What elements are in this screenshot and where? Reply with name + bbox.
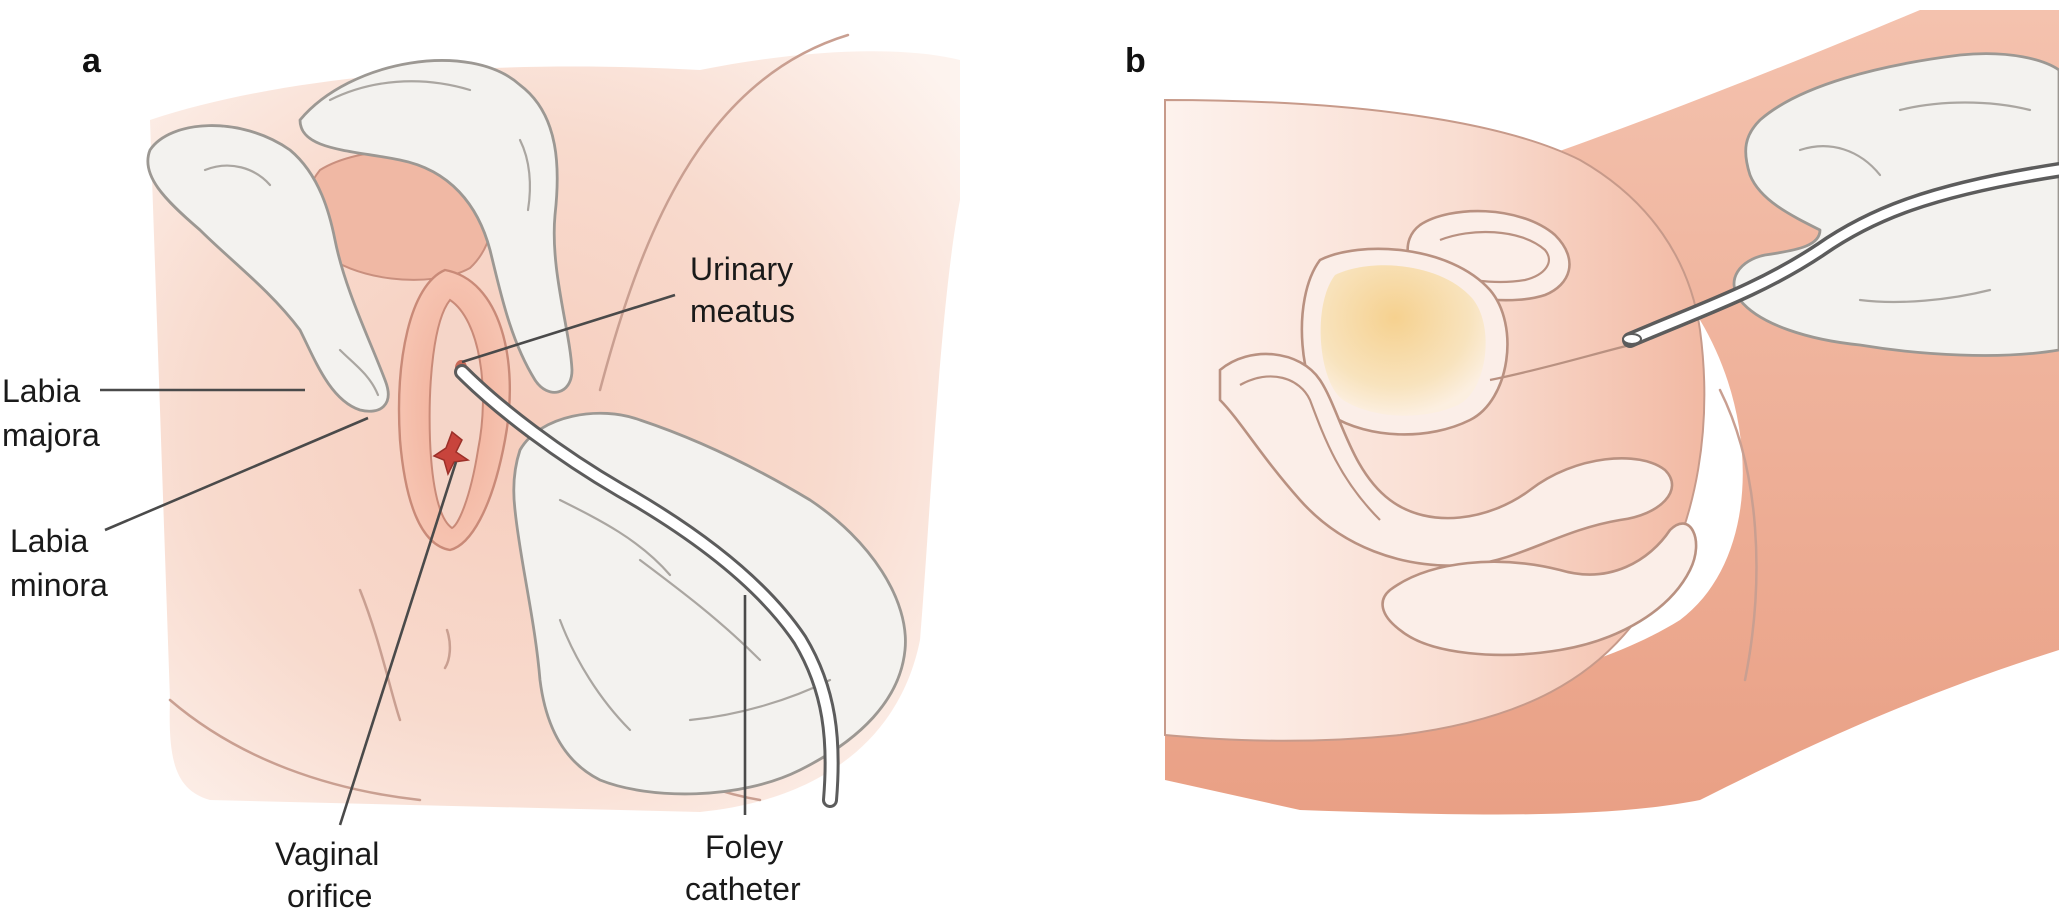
upper-glove-thumb bbox=[298, 59, 574, 394]
labia-minora-label: Labia minora bbox=[10, 523, 108, 603]
vaginal-opening bbox=[432, 430, 471, 477]
panel-b-letter: b bbox=[1125, 42, 1146, 80]
foley-catheter-label: Foley catheter bbox=[685, 829, 801, 907]
labia-minora-shape bbox=[428, 298, 484, 530]
labia-majora-label: Labia majora bbox=[2, 373, 100, 453]
urethra bbox=[1489, 343, 1631, 382]
lower-bowel bbox=[1381, 522, 1698, 657]
lower-glove bbox=[512, 411, 907, 796]
panel-b: b bbox=[1125, 10, 2059, 815]
vaginal-orifice-leader bbox=[338, 461, 458, 826]
upper-glove bbox=[146, 124, 390, 413]
rectum bbox=[1218, 352, 1674, 567]
bladder-urine bbox=[1320, 265, 1486, 416]
catheter-tip bbox=[1622, 333, 1642, 345]
urinary-meatus-leader bbox=[461, 293, 676, 364]
panel-a-letter: a bbox=[82, 42, 102, 80]
labia-minora-leader bbox=[104, 416, 369, 532]
urinary-meatus-label: Urinary meatus bbox=[690, 251, 802, 329]
panel-a: a Urinary me bbox=[2, 33, 960, 914]
vaginal-orifice-label: Vaginal orifice bbox=[275, 836, 388, 914]
